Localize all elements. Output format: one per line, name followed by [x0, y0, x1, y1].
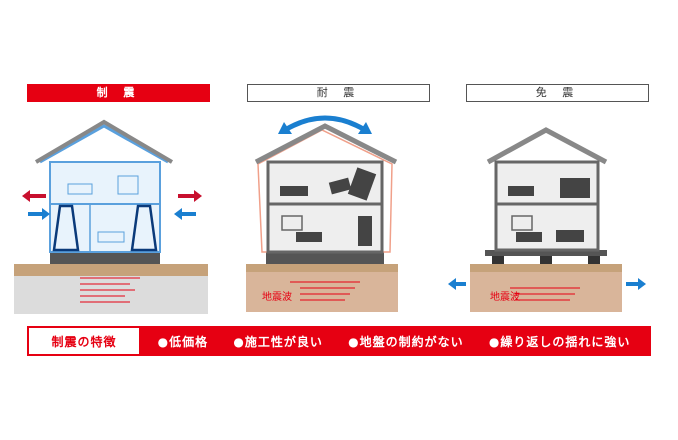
fridge-icon: [358, 216, 372, 246]
ground-soil: [246, 266, 398, 312]
features-bar: 制震の特徴 ●低価格 ●施工性が良い ●地盤の制約がない ●繰り返しの揺れに強い: [27, 326, 651, 356]
earthquake-diagram: 地震波 地震波: [14, 115, 646, 314]
sofa-icon: [516, 232, 542, 242]
bed-icon: [508, 186, 534, 196]
tv-icon: [117, 175, 139, 195]
seismic-isolation-house: 地震波: [448, 127, 646, 312]
table-icon: [556, 230, 584, 242]
roof-top: [254, 123, 398, 165]
damping-house: [14, 119, 208, 314]
arrowhead-icon: [22, 190, 30, 202]
ground-surface: [246, 264, 398, 272]
arrowhead-icon: [358, 122, 372, 134]
feature-item: ●地盤の制約がない: [348, 334, 464, 349]
bed-icon: [280, 186, 308, 196]
sofa-icon: [296, 232, 322, 242]
sway-arrow: [283, 115, 367, 133]
arrowhead-icon: [194, 190, 202, 202]
panel-title-taishin: 耐 震: [247, 84, 430, 102]
feature-item: ●低価格: [157, 334, 209, 349]
foundation: [485, 250, 607, 256]
feature-item: ●繰り返しの揺れに強い: [488, 334, 631, 349]
fallen-furniture-icon: [328, 177, 352, 195]
window-icon: [281, 215, 303, 231]
roof-top: [34, 119, 174, 164]
ground-soil: [470, 268, 622, 312]
features-title: 制震の特徴: [29, 328, 139, 354]
ground-surface: [470, 264, 622, 272]
roof-top: [486, 127, 608, 165]
panel-title-menshin: 免 震: [466, 84, 649, 102]
arrowhead-icon: [448, 278, 456, 290]
arrowhead-icon: [174, 208, 182, 220]
wave-label: 地震波: [262, 290, 292, 303]
isolator-bearing: [588, 256, 600, 264]
foundation: [50, 252, 160, 264]
falling-shelf-icon: [347, 167, 377, 201]
wave-label: 地震波: [490, 290, 520, 303]
damper-left: [52, 204, 80, 252]
arrowhead-icon: [278, 122, 292, 134]
arrowhead-icon: [638, 278, 646, 290]
foundation: [266, 252, 384, 264]
sofa-icon: [97, 231, 125, 243]
features-list: ●低価格 ●施工性が良い ●地盤の制約がない ●繰り返しの揺れに強い: [139, 328, 649, 354]
seismic-wave-lines: [80, 277, 140, 303]
feature-item: ●施工性が良い: [233, 334, 323, 349]
window-icon: [511, 215, 533, 231]
isolator-bearing: [540, 256, 552, 264]
bed-icon: [67, 183, 93, 195]
arrowhead-icon: [42, 208, 50, 220]
seismic-wave-lines: [510, 287, 580, 301]
ground-surface: [14, 264, 208, 276]
earthquake-resistant-house: 地震波: [246, 115, 398, 312]
isolator-bearing: [492, 256, 504, 264]
shelf-icon: [560, 178, 590, 198]
roof-outline: [39, 124, 169, 164]
seismic-wave-lines: [290, 281, 360, 301]
panel-title-seishin: 制 震: [27, 84, 210, 102]
damper-right: [130, 204, 158, 252]
